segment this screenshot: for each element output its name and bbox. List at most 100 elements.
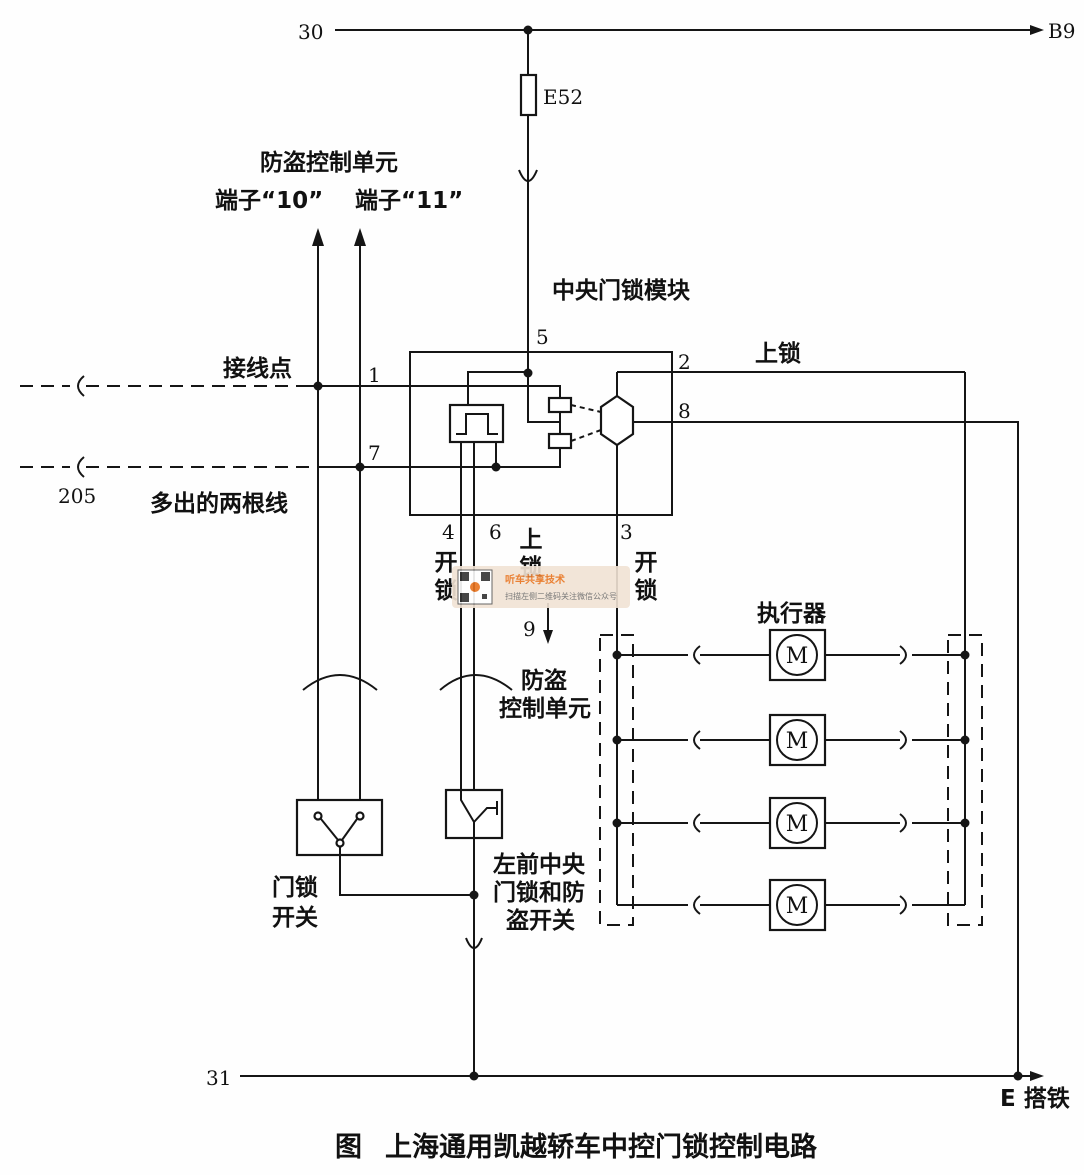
- harness-arc-middle: [439, 674, 513, 691]
- motor-icon: [776, 634, 818, 676]
- qr-logo-icon: [470, 582, 480, 592]
- actuator-row: M: [612, 628, 970, 682]
- ground-label: E 搭铁: [1000, 1086, 1070, 1112]
- connector-ground-icon: [465, 937, 483, 949]
- junction-dot-switches: [469, 890, 479, 900]
- wire-205-label: 205: [58, 484, 96, 508]
- qr-finder-icon: [481, 572, 490, 581]
- terminal-10-label: 端子“10”: [215, 188, 323, 214]
- fuse-label: E52: [543, 85, 583, 109]
- wire-internal-pin1: [410, 385, 561, 398]
- arrow-down-pin9-icon: [543, 630, 553, 644]
- pin-1-label: 1: [368, 363, 381, 387]
- unlock-right-label: 开锁: [630, 550, 658, 606]
- qr-module-icon: [482, 594, 487, 599]
- watermark-title: 听车共享技术: [505, 573, 565, 586]
- junction-dot-internal-pin7: [491, 462, 501, 472]
- lock-wire-label: 上锁: [755, 340, 801, 367]
- motor-icon: [776, 884, 818, 926]
- wire-internal-pulse-supply: [467, 371, 528, 405]
- actuators-title: 执行器: [757, 600, 827, 627]
- junction-dot-actuator-left: [612, 650, 622, 660]
- qr-finder-icon: [460, 593, 469, 602]
- wire-internal-pin7: [410, 448, 561, 468]
- wire-pin8-ground: [633, 421, 1019, 1076]
- motor-label: M: [786, 812, 809, 837]
- front-left-switch-symbol: [460, 790, 498, 838]
- pin-4-label: 4: [442, 520, 455, 544]
- arrow-up-terminal-10-icon: [312, 228, 324, 246]
- junction-point-label: 接线点: [223, 355, 292, 382]
- motor-label: M: [786, 644, 809, 669]
- wire-internal-coil-common: [527, 373, 560, 423]
- pin-5-label: 5: [536, 325, 549, 349]
- arrow-ground-icon: [1030, 1071, 1044, 1081]
- watermark-hint: 扫描左侧二维码关注微信公众号: [505, 591, 617, 601]
- actuator-connector-right-icon: [899, 895, 907, 915]
- actuator-connector-right-icon: [899, 645, 907, 665]
- junction-dot-actuator-right: [960, 735, 970, 745]
- junction-dot-actuator-right: [960, 818, 970, 828]
- arrow-b9-icon: [1030, 25, 1044, 35]
- pin-7-label: 7: [368, 441, 381, 465]
- pin-8-label: 8: [678, 399, 691, 423]
- relay-coil-unlock: [547, 432, 573, 450]
- door-switch-pivot: [335, 838, 345, 848]
- fuse-e52: [519, 73, 538, 117]
- actuator-motor-box: [768, 628, 827, 682]
- caption-title: 上海通用凯越轿车中控门锁控制电路: [385, 1131, 818, 1163]
- connector-block-right: [947, 634, 983, 926]
- terminal-31-label: 31: [206, 1066, 231, 1090]
- actuator-connector-right-icon: [899, 730, 907, 750]
- terminal-11-label: 端子“11”: [355, 188, 463, 214]
- motor-icon: [776, 802, 818, 844]
- pin-6-label: 6: [489, 520, 502, 544]
- relay-link-lock: [570, 404, 602, 413]
- door-switch-contact-right: [355, 811, 365, 821]
- junction-dot-actuator-left: [612, 735, 622, 745]
- watermark-background: [452, 566, 630, 608]
- harness-arc-left: [302, 674, 378, 691]
- actuator-connector-left-icon: [693, 895, 701, 915]
- arrow-up-terminal-11-icon: [354, 228, 366, 246]
- junction-dot-actuator-left: [612, 818, 622, 828]
- front-left-switch-label-line3: 盗开关: [506, 907, 575, 934]
- actuator-motor-box: [768, 713, 827, 767]
- terminal-b9-label: B9: [1048, 19, 1075, 43]
- actuator-connector-left-icon: [693, 813, 701, 833]
- relay-contact-switch: [599, 394, 635, 447]
- anti-theft-unit-bottom-line1: 防盗: [521, 667, 567, 694]
- actuator-connector-right-icon: [899, 813, 907, 833]
- actuator-motor-box: [768, 878, 827, 932]
- module-title: 中央门锁模块: [552, 277, 690, 304]
- pin-2-label: 2: [678, 350, 691, 374]
- anti-theft-unit-title: 防盗控制单元: [260, 149, 398, 176]
- door-switch-label-line2: 开关: [272, 904, 318, 931]
- watermark: 听车共享技术 扫描左侧二维码关注微信公众号: [452, 566, 630, 608]
- connector-block-left: [599, 634, 634, 926]
- module-box: [409, 351, 673, 516]
- door-switch-contact-left: [313, 811, 323, 821]
- actuator-row: M: [612, 713, 970, 767]
- caption-prefix: 图: [335, 1132, 362, 1163]
- pin-9-label: 9: [523, 617, 536, 641]
- junction-dot-ground-left: [469, 1071, 479, 1081]
- junction-dot-actuator-right: [960, 650, 970, 660]
- relay-link-unlock: [570, 429, 602, 442]
- square-wave-icon: [456, 413, 498, 435]
- pin-3-label: 3: [620, 520, 633, 544]
- pulse-generator-box: [448, 403, 505, 444]
- wire-door-switch-ground: [339, 846, 474, 896]
- anti-theft-unit-bottom-line2: 控制单元: [499, 695, 591, 722]
- connector-pin1-icon: [77, 375, 85, 397]
- door-switch-arm-left: [320, 818, 339, 841]
- connector-feed-icon: [518, 169, 538, 182]
- junction-dot-ground-right: [1013, 1071, 1023, 1081]
- actuator-connector-left-icon: [693, 645, 701, 665]
- terminal-30-label: 30: [298, 20, 323, 44]
- actuator-row: M: [612, 796, 970, 850]
- motor-label: M: [786, 894, 809, 919]
- motor-label: M: [786, 729, 809, 754]
- motor-icon: [776, 719, 818, 761]
